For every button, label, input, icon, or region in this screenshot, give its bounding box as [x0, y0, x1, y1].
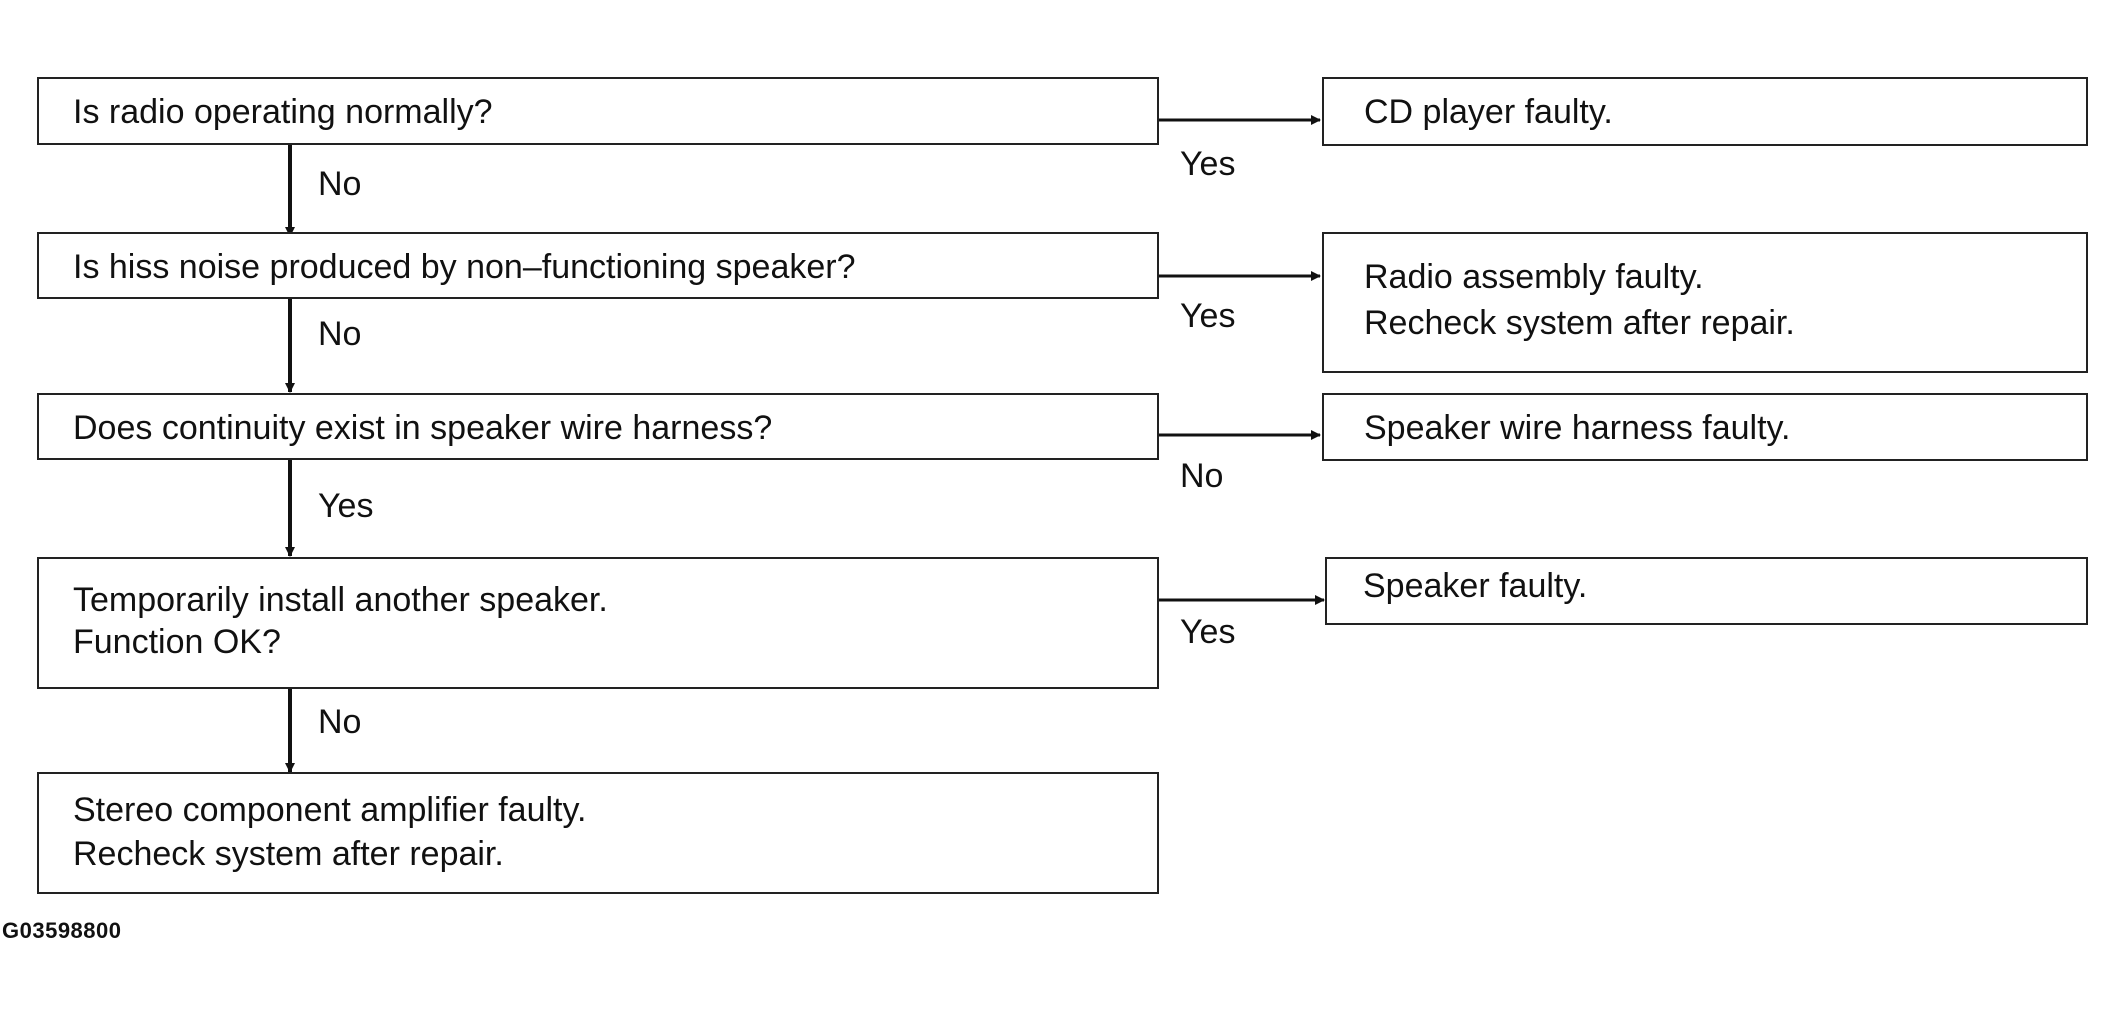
question-box-4: Temporarily install another speaker. Fun…	[37, 557, 1159, 689]
side-label-3: No	[1180, 457, 1224, 495]
result-2-text-line-2: Recheck system after repair.	[1364, 304, 1795, 342]
question-box-1: Is radio operating normally?	[37, 77, 1159, 145]
down-label-1: No	[318, 165, 362, 203]
final-result-text-line-1: Stereo component amplifier faulty.	[73, 791, 587, 829]
side-label-1: Yes	[1180, 145, 1236, 183]
result-3-text: Speaker wire harness faulty.	[1364, 409, 1791, 447]
side-label-2: Yes	[1180, 297, 1236, 335]
question-box-2: Is hiss noise produced by non–functionin…	[37, 232, 1159, 299]
result-box-3: Speaker wire harness faulty.	[1322, 393, 2088, 461]
result-box-2: Radio assembly faulty. Recheck system af…	[1322, 232, 2088, 373]
result-1-text: CD player faulty.	[1364, 93, 1613, 131]
question-1-text: Is radio operating normally?	[73, 93, 493, 131]
down-label-3: Yes	[318, 487, 374, 525]
result-box-1: CD player faulty.	[1322, 77, 2088, 146]
result-4-text: Speaker faulty.	[1363, 567, 1588, 605]
question-4-text-line-1: Temporarily install another speaker.	[73, 581, 608, 619]
final-result-box: Stereo component amplifier faulty. Reche…	[37, 772, 1159, 894]
question-3-text: Does continuity exist in speaker wire ha…	[73, 409, 773, 447]
result-box-4: Speaker faulty.	[1325, 557, 2088, 625]
question-2-text: Is hiss noise produced by non–functionin…	[73, 248, 856, 286]
side-label-4: Yes	[1180, 613, 1236, 651]
question-box-3: Does continuity exist in speaker wire ha…	[37, 393, 1159, 460]
down-label-2: No	[318, 315, 362, 353]
down-label-4: No	[318, 703, 362, 741]
result-2-text-line-1: Radio assembly faulty.	[1364, 258, 1704, 296]
final-result-text-line-2: Recheck system after repair.	[73, 835, 504, 873]
figure-code: G03598800	[2, 918, 122, 943]
question-4-text-line-2: Function OK?	[73, 623, 281, 661]
